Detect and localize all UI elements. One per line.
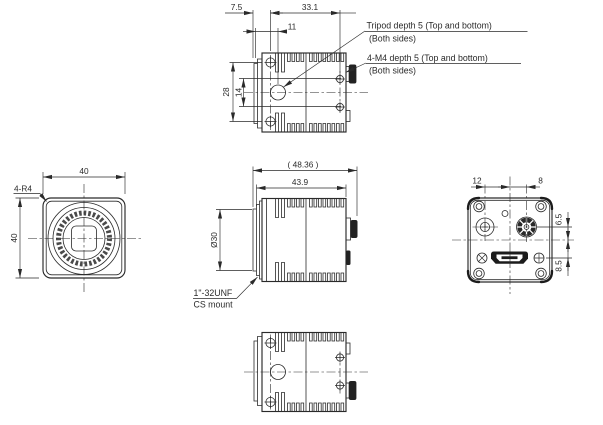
callout-mount-line2: CS mount: [194, 300, 234, 310]
dim-7-5: 7.5: [231, 2, 243, 12]
cs-mount-leader: [236, 276, 258, 299]
rear-connector: [350, 220, 358, 238]
connector-bracket: [345, 217, 351, 241]
phillips-screw: [533, 252, 545, 264]
dim-8: 8: [538, 176, 543, 186]
view-front: 40 40 4-R4: [9, 166, 141, 294]
callout-mount-line1: 1"-32UNF: [194, 288, 233, 298]
callout-corner-radius: 4-R4: [14, 184, 32, 194]
rear-tab: [346, 250, 351, 265]
callout-tripod-line1: Tripod depth 5 (Top and bottom): [367, 21, 492, 31]
cross-screw: [476, 252, 488, 264]
dim-body-length: 43.9: [292, 177, 309, 187]
view-side: ( 48.36 ) 43.9 Ø30 1"-32UNF CS mount: [193, 160, 358, 310]
dim-overall-length: ( 48.36 ): [288, 160, 319, 170]
dim-12: 12: [472, 176, 482, 186]
corner-screw-holes: [473, 200, 547, 280]
led-hole: [501, 210, 509, 217]
corner-radius-leader: [39, 193, 47, 202]
dim-33-1: 33.1: [302, 2, 319, 12]
callout-tripod-line2: (Both sides): [369, 34, 416, 44]
view-top: 7.5 33.1 11 28 14 Tripod depth 5 (Top an…: [221, 2, 528, 132]
dim-height-40: 40: [9, 233, 19, 243]
tripod-leader-line: [283, 30, 366, 88]
corner-shading-arcs: [466, 196, 554, 284]
dim-14: 14: [234, 88, 244, 98]
view-bottom: [244, 333, 368, 412]
dim-6-5: 6.5: [554, 213, 564, 225]
extension-lines: [216, 166, 358, 271]
callout-m4-line2: (Both sides): [369, 66, 416, 76]
extension-lines: [229, 10, 341, 122]
hdmi-connector: [491, 251, 528, 264]
dim-28: 28: [221, 87, 231, 97]
callout-m4-line1: 4-M4 depth 5 (Top and bottom): [367, 53, 488, 63]
dim-8-5: 8.5: [554, 260, 564, 272]
view-rear: 12 8 6.5 8.5: [452, 176, 574, 294]
dim-11: 11: [288, 22, 297, 32]
dim-lens-diameter: Ø30: [209, 232, 219, 248]
m4-leader-line: [345, 62, 367, 73]
dim-width-40: 40: [79, 166, 89, 176]
extension-lines: [15, 172, 126, 279]
lens-mount-rings: [252, 200, 262, 280]
body-outline: [261, 197, 347, 283]
